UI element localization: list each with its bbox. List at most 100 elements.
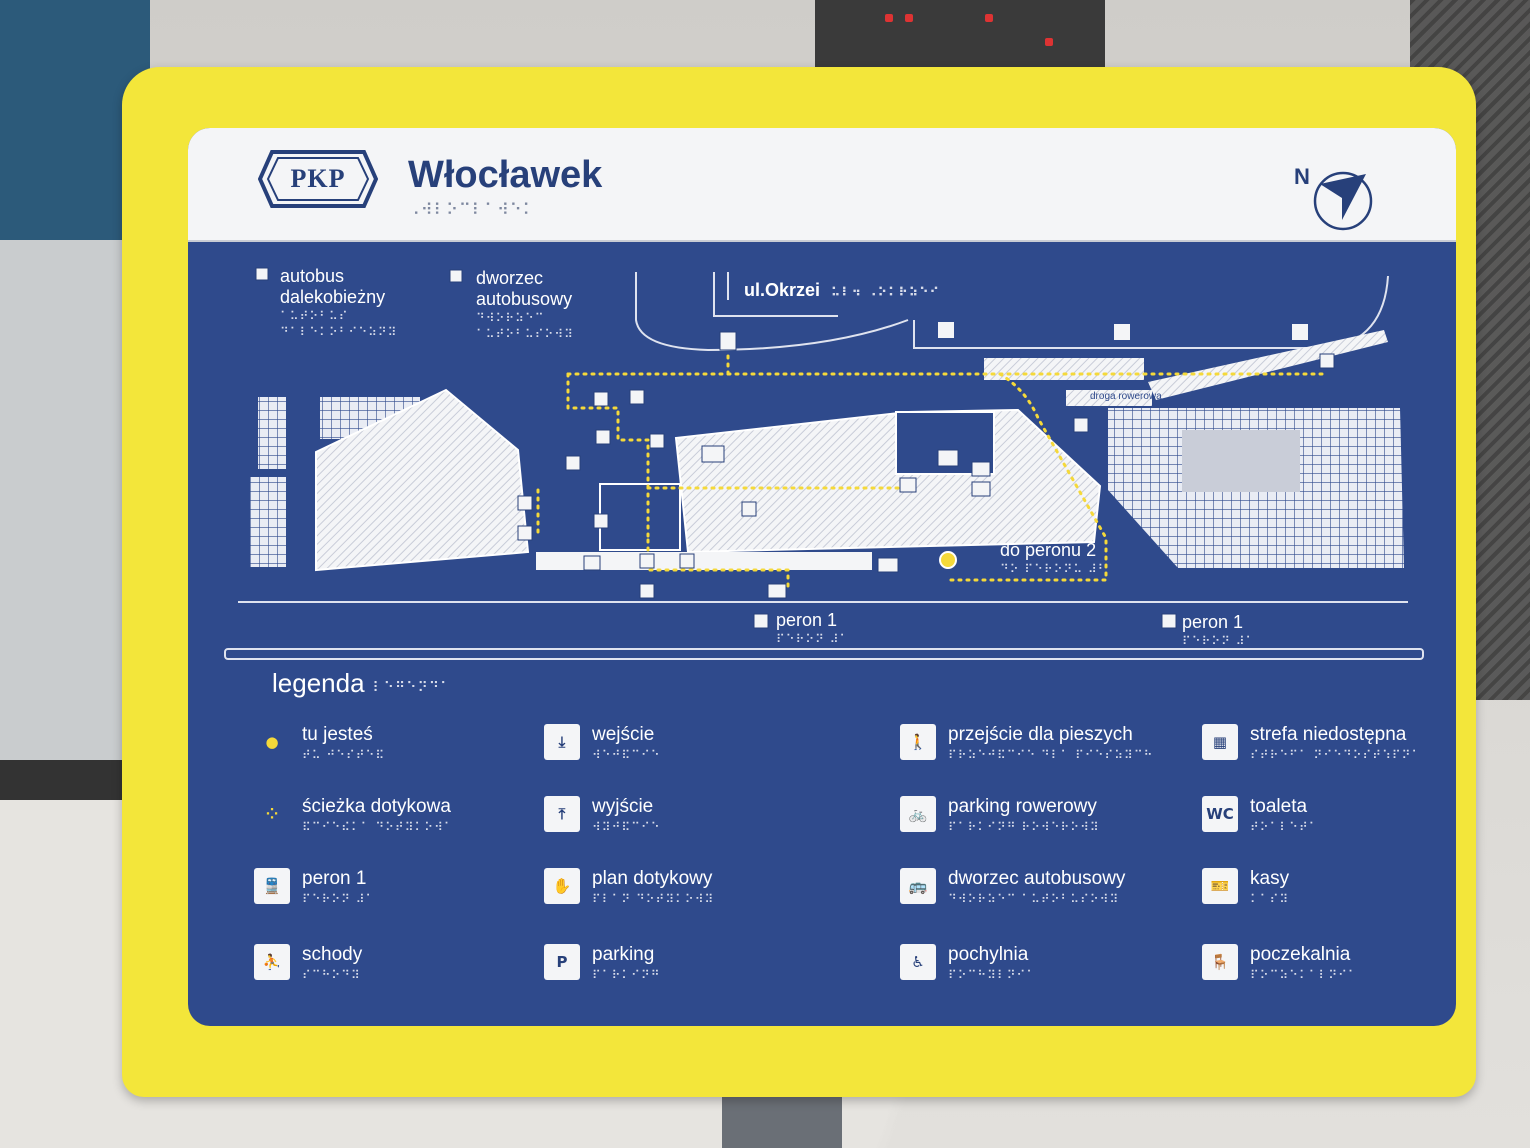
legend-item-braille: ⠏⠗⠵⠑⠚⠯⠉⠊⠑ ⠙⠇⠁ ⠏⠊⠑⠎⠵⠽⠉⠓ bbox=[948, 748, 1154, 762]
legend-item-braille: ⠏⠕⠉⠓⠽⠇⠝⠊⠁ bbox=[948, 968, 1037, 982]
legend-item-label: ścieżka dotykowa bbox=[302, 796, 451, 817]
legend-item-text: plan dotykowy ⠏⠇⠁⠝ ⠙⠕⠞⠽⠅⠕⠺⠽ bbox=[592, 868, 714, 907]
legend-item-text: parking ⠏⠁⠗⠅⠊⠝⠛ bbox=[592, 944, 661, 983]
legend-item-braille: ⠏⠕⠉⠵⠑⠅⠁⠇⠝⠊⠁ bbox=[1250, 968, 1358, 982]
legend-item: ⤒ wyjście ⠺⠽⠚⠯⠉⠊⠑ bbox=[544, 796, 661, 835]
waiting-room-icon: 🪑 bbox=[1202, 944, 1238, 980]
legend-item-text: poczekalnia ⠏⠕⠉⠵⠑⠅⠁⠇⠝⠊⠁ bbox=[1250, 944, 1358, 983]
north-label: N bbox=[1294, 164, 1310, 189]
legend-item-label: wejście bbox=[592, 724, 655, 745]
legend-item-label: pochylnia bbox=[948, 944, 1029, 965]
legend-item-label: wyjście bbox=[592, 796, 654, 817]
exit-icon: ⤒ bbox=[544, 796, 580, 832]
legend-item-braille: ⠏⠇⠁⠝ ⠙⠕⠞⠽⠅⠕⠺⠽ bbox=[592, 892, 715, 906]
legend-item: ✋ plan dotykowy ⠏⠇⠁⠝ ⠙⠕⠞⠽⠅⠕⠺⠽ bbox=[544, 868, 714, 907]
bike-path bbox=[1066, 330, 1388, 406]
tactile-path-icon: ⁘ bbox=[265, 805, 279, 823]
legend-item: ● tu jesteś ⠞⠥ ⠚⠑⠎⠞⠑⠯ bbox=[254, 724, 385, 763]
legend-item-braille: ⠏⠁⠗⠅⠊⠝⠛ ⠗⠕⠺⠑⠗⠕⠺⠽ bbox=[948, 820, 1100, 834]
legend-item-label: strefa niedostępna bbox=[1250, 724, 1407, 745]
legend-title: legenda⠇⠑⠛⠑⠝⠙⠁ bbox=[272, 668, 452, 698]
legend-item: 🚌 dworzec autobusowy ⠙⠺⠕⠗⠵⠑⠉ ⠁⠥⠞⠕⠃⠥⠎⠕⠺⠽ bbox=[900, 868, 1125, 907]
legend-item-braille: ⠙⠺⠕⠗⠵⠑⠉ ⠁⠥⠞⠕⠃⠥⠎⠕⠺⠽ bbox=[948, 892, 1120, 906]
legend-item-label: dworzec autobusowy bbox=[948, 868, 1126, 889]
legend-item-braille: ⠎⠉⠓⠕⠙⠽ bbox=[302, 968, 361, 982]
legend-item: ♿ pochylnia ⠏⠕⠉⠓⠽⠇⠝⠊⠁ bbox=[900, 944, 1036, 983]
pedestrian-crossing-icon: 🚶 bbox=[900, 724, 936, 760]
north-arrow-icon bbox=[1313, 171, 1373, 231]
tactile-map-panel: PKP Włocławek ⠠⠺⠇⠕⠉⠇⠁⠺⠑⠅ N bbox=[188, 128, 1456, 1026]
bus-icon: 🚌 bbox=[900, 868, 936, 904]
legend-item-label: parking bbox=[592, 944, 655, 965]
you-are-here-icon: ● bbox=[265, 733, 279, 751]
legend-item-label: plan dotykowy bbox=[592, 868, 713, 889]
legend-item-label: parking rowerowy bbox=[948, 796, 1097, 817]
legend-item: 🚆 peron 1 ⠏⠑⠗⠕⠝ ⠼⠁ bbox=[254, 868, 375, 907]
bike-parking-icon: 🚲 bbox=[900, 796, 936, 832]
label-platform-1-a: peron 1 ⠏⠑⠗⠕⠝ ⠼⠁ bbox=[776, 610, 850, 646]
legend-item-text: ścieżka dotykowa ⠯⠉⠊⠑⠮⠅⠁ ⠙⠕⠞⠽⠅⠕⠺⠁ bbox=[302, 796, 454, 835]
ticket-office-icon: 🎫 bbox=[1202, 868, 1238, 904]
entrance-icon: ⤓ bbox=[544, 724, 580, 760]
tactile-plan-icon: ✋ bbox=[544, 868, 580, 904]
sign-pole bbox=[722, 1090, 842, 1148]
pkp-logo: PKP bbox=[257, 150, 379, 208]
legend-item-text: wyjście ⠺⠽⠚⠯⠉⠊⠑ bbox=[592, 796, 661, 835]
electronic-equipment bbox=[815, 0, 1105, 74]
legend-item-label: przejście dla pieszych bbox=[948, 724, 1133, 745]
legend-item-braille: ⠎⠞⠗⠑⠋⠁ ⠝⠊⠑⠙⠕⠎⠞⠱⠏⠝⠁ bbox=[1250, 748, 1422, 762]
toilet-icon: WC bbox=[1202, 796, 1238, 832]
legend-item-label: poczekalnia bbox=[1250, 944, 1351, 965]
legend-item-text: tu jesteś ⠞⠥ ⠚⠑⠎⠞⠑⠯ bbox=[302, 724, 385, 763]
legend-item-text: strefa niedostępna ⠎⠞⠗⠑⠋⠁ ⠝⠊⠑⠙⠕⠎⠞⠱⠏⠝⠁ bbox=[1250, 724, 1421, 763]
legend-item-braille: ⠏⠑⠗⠕⠝ ⠼⠁ bbox=[302, 892, 376, 906]
legend-item-label: schody bbox=[302, 944, 363, 965]
label-street: ul.Okrzei ⠥⠇⠲ ⠠⠕⠅⠗⠵⠑⠊ bbox=[744, 280, 940, 300]
legend-item-braille: ⠯⠉⠊⠑⠮⠅⠁ ⠙⠕⠞⠽⠅⠕⠺⠁ bbox=[302, 820, 454, 834]
legend-item: 🚲 parking rowerowy ⠏⠁⠗⠅⠊⠝⠛ ⠗⠕⠺⠑⠗⠕⠺⠽ bbox=[900, 796, 1100, 835]
legend-item-label: kasy bbox=[1250, 868, 1290, 889]
legend-item-label: toaleta bbox=[1250, 796, 1308, 817]
ramp-icon: ♿ bbox=[900, 944, 936, 980]
train-icon: 🚆 bbox=[254, 868, 290, 904]
label-bus-station: dworzec autobusowy ⠙⠺⠕⠗⠵⠑⠉ ⠁⠥⠞⠕⠃⠥⠎⠕⠺⠽ bbox=[476, 268, 574, 341]
map-icons bbox=[255, 267, 1335, 629]
header-bar: PKP Włocławek ⠠⠺⠇⠕⠉⠇⠁⠺⠑⠅ N bbox=[188, 128, 1456, 242]
legend-item-text: parking rowerowy ⠏⠁⠗⠅⠊⠝⠛ ⠗⠕⠺⠑⠗⠕⠺⠽ bbox=[948, 796, 1100, 835]
legend-item-braille: ⠞⠕⠁⠇⠑⠞⠁ bbox=[1250, 820, 1319, 834]
station-map: autobus dalekobieżny ⠁⠥⠞⠕⠃⠥⠎ ⠙⠁⠇⠑⠅⠕⠃⠊⠑⠵⠝… bbox=[188, 240, 1456, 660]
label-platform-2: do peronu 2 ⠙⠕ ⠏⠑⠗⠕⠝⠥ ⠼⠃ bbox=[1000, 540, 1108, 576]
legend-item: ⁘ ścieżka dotykowa ⠯⠉⠊⠑⠮⠅⠁ ⠙⠕⠞⠽⠅⠕⠺⠁ bbox=[254, 796, 454, 835]
legend-item: ⤓ wejście ⠺⠑⠚⠯⠉⠊⠑ bbox=[544, 724, 661, 763]
station-building bbox=[315, 388, 1102, 572]
legend-item-text: wejście ⠺⠑⠚⠯⠉⠊⠑ bbox=[592, 724, 661, 763]
label-bus-long-distance: autobus dalekobieżny ⠁⠥⠞⠕⠃⠥⠎ ⠙⠁⠇⠑⠅⠕⠃⠊⠑⠵⠝… bbox=[280, 266, 398, 339]
parking-markers bbox=[938, 322, 1308, 340]
legend-item-text: toaleta ⠞⠕⠁⠇⠑⠞⠁ bbox=[1250, 796, 1319, 835]
legend-item-text: schody ⠎⠉⠓⠕⠙⠽ bbox=[302, 944, 362, 983]
legend-item-text: kasy⠅⠁⠎⠽ bbox=[1250, 868, 1289, 907]
station-title-braille: ⠠⠺⠇⠕⠉⠇⠁⠺⠑⠅ bbox=[408, 200, 536, 219]
legend-item-text: przejście dla pieszych ⠏⠗⠵⠑⠚⠯⠉⠊⠑ ⠙⠇⠁ ⠏⠊⠑⠎… bbox=[948, 724, 1153, 763]
label-platform-1-b: peron 1 ⠏⠑⠗⠕⠝ ⠼⠁ bbox=[1182, 612, 1256, 648]
legend-item-label: peron 1 bbox=[302, 868, 367, 889]
label-bike-road: droga rowerowa bbox=[1090, 391, 1162, 402]
legend-item-text: peron 1 ⠏⠑⠗⠕⠝ ⠼⠁ bbox=[302, 868, 375, 907]
legend-item: 🚶 przejście dla pieszych ⠏⠗⠵⠑⠚⠯⠉⠊⠑ ⠙⠇⠁ ⠏⠊⠑… bbox=[900, 724, 1153, 763]
legend-item: ▦ strefa niedostępna ⠎⠞⠗⠑⠋⠁ ⠝⠊⠑⠙⠕⠎⠞⠱⠏⠝⠁ bbox=[1202, 724, 1421, 763]
legend-item-text: pochylnia ⠏⠕⠉⠓⠽⠇⠝⠊⠁ bbox=[948, 944, 1036, 983]
legend-item: WC toaleta ⠞⠕⠁⠇⠑⠞⠁ bbox=[1202, 796, 1319, 835]
parking-icon: P bbox=[544, 944, 580, 980]
legend-item-braille: ⠞⠥ ⠚⠑⠎⠞⠑⠯ bbox=[302, 748, 386, 762]
legend-item-braille: ⠺⠽⠚⠯⠉⠊⠑ bbox=[592, 820, 661, 834]
legend-divider bbox=[224, 648, 1424, 660]
legend-item: 🪑 poczekalnia ⠏⠕⠉⠵⠑⠅⠁⠇⠝⠊⠁ bbox=[1202, 944, 1358, 983]
legend-item-label: tu jesteś bbox=[302, 724, 373, 745]
legend-item-braille: ⠺⠑⠚⠯⠉⠊⠑ bbox=[592, 748, 661, 762]
station-title: Włocławek bbox=[408, 154, 603, 196]
restricted-area-icon: ▦ bbox=[1202, 724, 1238, 760]
logo-text: PKP bbox=[290, 164, 346, 193]
legend-item: 🎫 kasy⠅⠁⠎⠽ bbox=[1202, 868, 1289, 907]
legend-item-braille: ⠏⠁⠗⠅⠊⠝⠛ bbox=[592, 968, 661, 982]
